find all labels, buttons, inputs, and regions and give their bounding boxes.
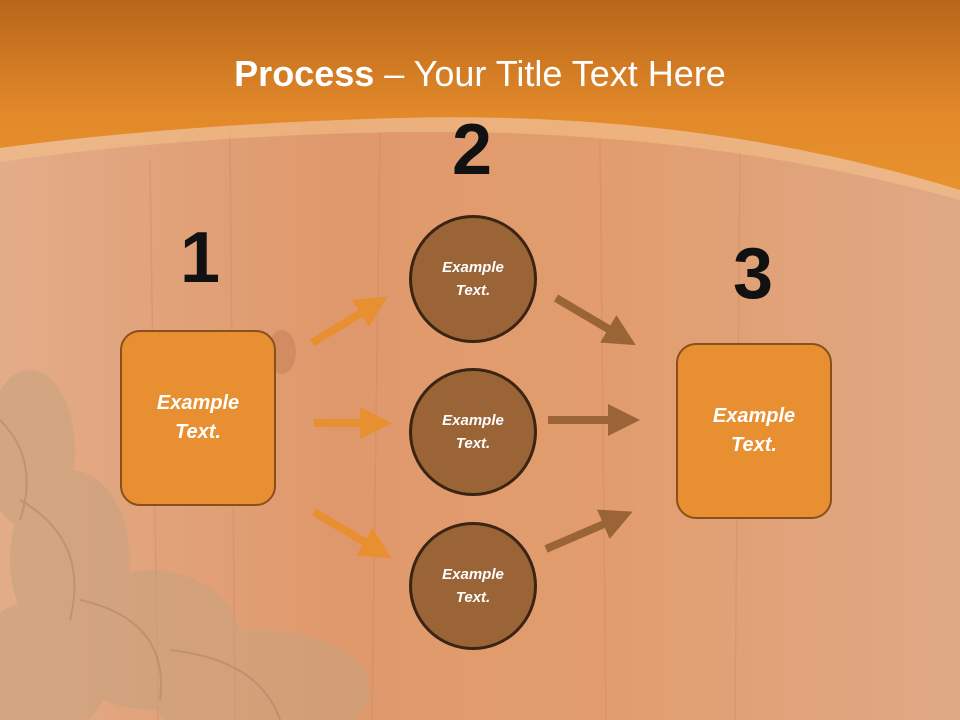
circle-middle[interactable]: Example Text. <box>409 368 537 496</box>
title-rest: – Your Title Text Here <box>374 53 726 94</box>
header-band <box>0 0 960 190</box>
left-step-box[interactable]: Example Text. <box>120 330 276 506</box>
slide-title: Process – Your Title Text Here <box>0 50 960 98</box>
header-highlight <box>0 117 960 200</box>
step-number-3: 3 <box>732 234 774 314</box>
arrow-1-to-2-top <box>309 296 388 347</box>
right-step-box[interactable]: Example Text. <box>676 343 832 519</box>
right-step-label: Example Text. <box>712 405 796 456</box>
rope-decoration <box>0 370 370 720</box>
circle-bottom-label: Example Text. <box>442 566 504 606</box>
arrow-2-to-3-bottom <box>544 509 633 553</box>
step-number-2: 2 <box>451 110 493 190</box>
circle-top[interactable]: Example Text. <box>409 215 537 343</box>
arrow-2-to-3-top <box>553 294 636 346</box>
arrow-1-to-2-bottom <box>311 508 392 559</box>
circle-bottom[interactable]: Example Text. <box>409 522 537 650</box>
step-number-1: 1 <box>179 218 221 298</box>
rope-strands <box>0 419 281 720</box>
circle-top-label: Example Text. <box>442 259 504 299</box>
left-step-label: Example Text. <box>156 392 240 443</box>
title-bold: Process <box>234 53 375 94</box>
circle-middle-label: Example Text. <box>442 412 504 452</box>
